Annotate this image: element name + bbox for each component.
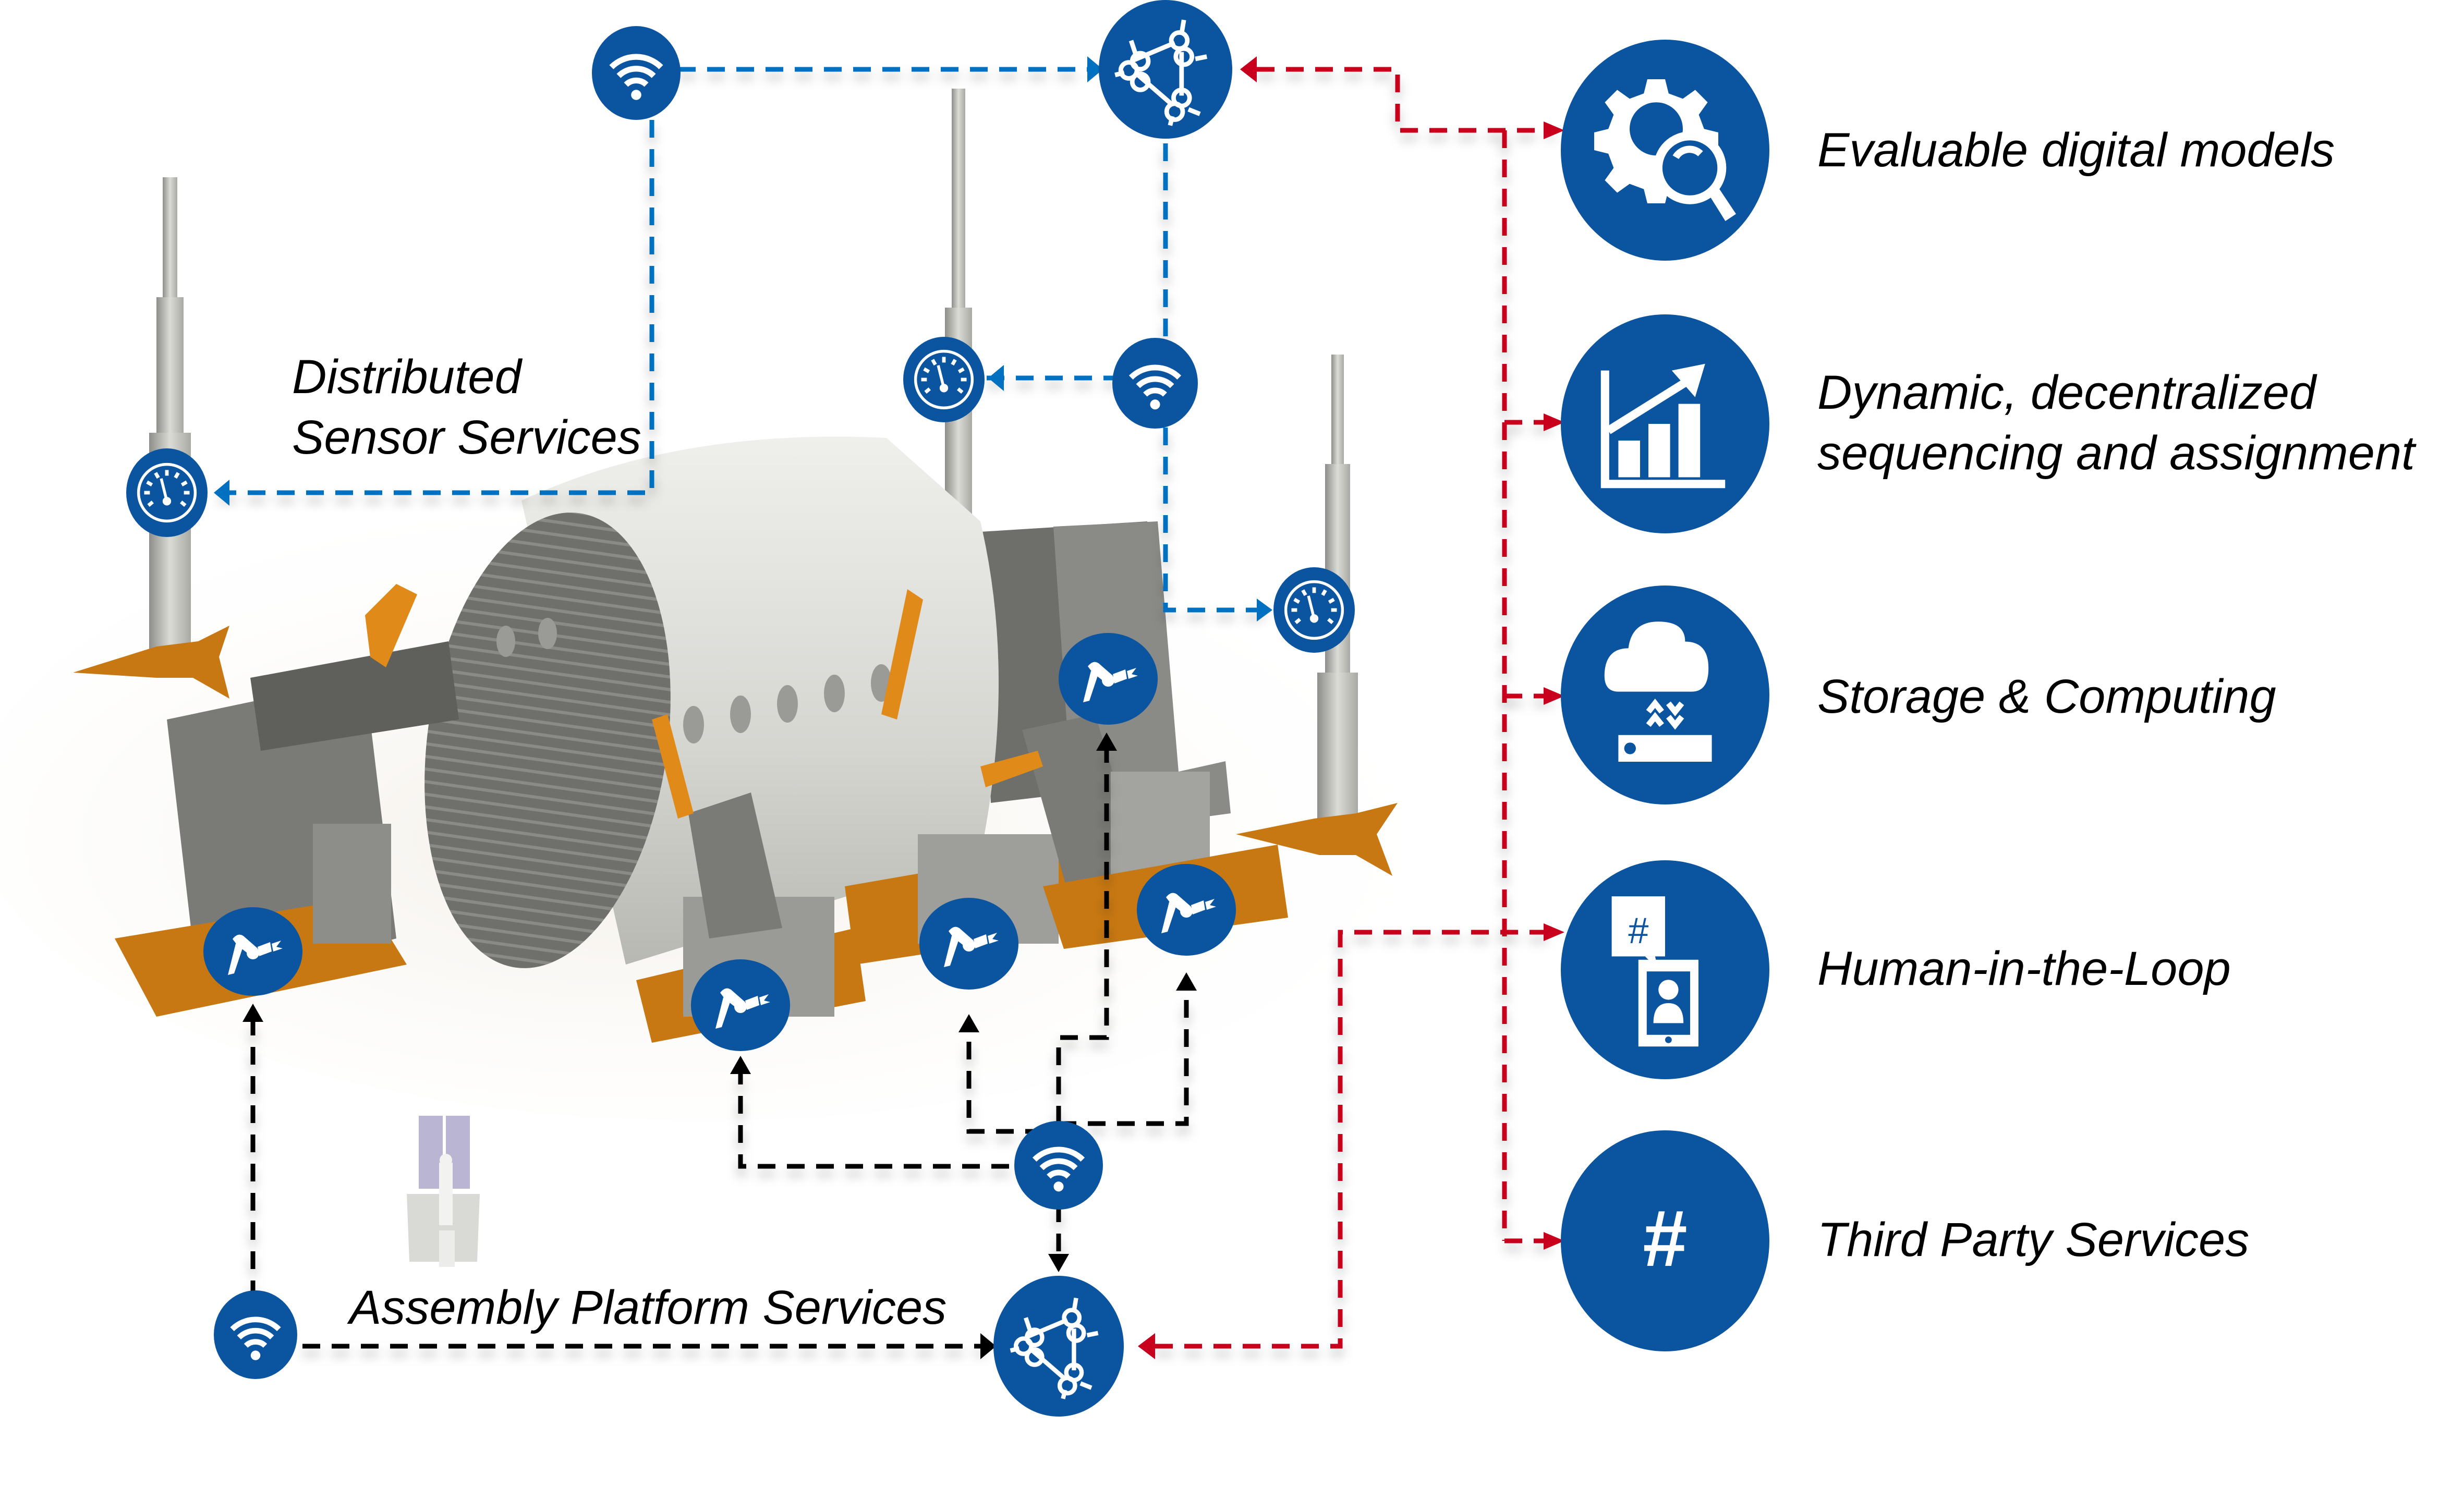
service-node-dynamic-sequencing[interactable] [1561,314,1769,533]
hash-icon [1643,1193,1688,1283]
service-node-third-party-services[interactable] [1561,1130,1769,1351]
sensor-connections [209,67,1272,613]
robot-node-2[interactable] [691,959,790,1051]
service-label-dynamic-sequencing: Dynamic, decentralized sequencing and as… [1817,366,2415,480]
arrowhead-to-platform-hub-left [980,1333,996,1359]
service-label-human-in-the-loop: Human-in-the-Loop [1817,942,2231,995]
service-label-evaluable-digital-models: Evaluable digital models [1817,124,2335,177]
link-wifi-center-to-robot-2 [738,1074,1009,1169]
arrowhead-to-sensor-hub-left [1087,56,1103,82]
service-arrowheads [1138,56,1564,1359]
arrowhead-to-third-party [1544,1232,1564,1250]
arrowhead-to-gauge-right [1257,599,1272,621]
platform-connections [250,751,1189,1349]
assembly-platform-services-label: Assembly Platform Services [349,1281,947,1334]
service-node-storage-computing[interactable] [1561,586,1769,804]
gauge-node-left-tower[interactable] [126,448,208,537]
arrowhead-to-gauge-center [988,365,1004,391]
link-sensor-hub-to-services [1257,67,1554,133]
positioning-tower-right [1236,355,1398,876]
robot-node-4[interactable] [1137,864,1236,956]
link-wifi-center-to-robot-4 [1059,991,1189,1126]
distributed-sensor-label-line2: Sensor Services [292,411,641,464]
gauge-node-center-tower[interactable] [903,337,985,422]
operator-workstation [407,1116,480,1267]
arrowhead-to-robot-4 [1176,972,1197,991]
arrowhead-to-platform-hub-top [1048,1254,1069,1272]
link-wifi-mid-to-gauge-right [1163,428,1272,613]
robot-node-5[interactable] [1059,633,1158,725]
service-node-human-in-the-loop[interactable] [1561,860,1769,1079]
robot-arms-scene [365,584,1043,819]
arrowhead-to-robot-1 [242,1004,263,1022]
wifi-node-bottom-left[interactable] [214,1290,297,1379]
arrowhead-to-human-loop [1544,923,1564,941]
link-platform-hub-to-human-loop [1155,930,1554,1349]
service-node-evaluable-digital-models[interactable] [1561,40,1769,261]
robot-node-1[interactable] [203,907,302,996]
arrowhead-to-platform-hub-right [1138,1333,1155,1359]
sensor-hub-node[interactable] [1099,0,1232,139]
platform-arrowheads [242,733,1197,1359]
link-wifi-center-to-robot-3 [966,1032,1043,1134]
aircraft-fuselage [424,436,999,968]
link-wifi-top-left-to-gauge-left [209,120,654,495]
robot-node-3[interactable] [919,898,1018,990]
arrowhead-to-storage [1544,687,1564,705]
arrowhead-to-sensor-hub-right [1240,56,1257,82]
arrowhead-to-dynamic-sequencing [1544,413,1564,431]
service-label-storage-computing: Storage & Computing [1817,670,2276,723]
arrowhead-to-robot-3 [958,1014,979,1032]
platform-hub-node[interactable] [993,1276,1124,1417]
distributed-sensor-services-label: Distributed Sensor Services [292,347,641,468]
arrowhead-to-robot-5 [1096,733,1117,751]
distributed-sensor-label-line1: Distributed [292,350,521,404]
arrowhead-to-robot-2 [730,1056,751,1074]
wifi-node-top-left[interactable] [592,26,681,120]
arrowhead-to-evaluable-models [1544,121,1564,139]
gauge-node-right-tower[interactable] [1273,567,1355,653]
link-wifi-center-to-robot-5 [1056,751,1109,1124]
wifi-node-mid[interactable] [1112,338,1198,429]
wifi-node-bottom-center[interactable] [1014,1121,1103,1210]
arrowhead-to-gauge-left [214,480,229,506]
factory-scene [0,89,1434,1267]
service-label-third-party-services: Third Party Services [1817,1213,2250,1266]
